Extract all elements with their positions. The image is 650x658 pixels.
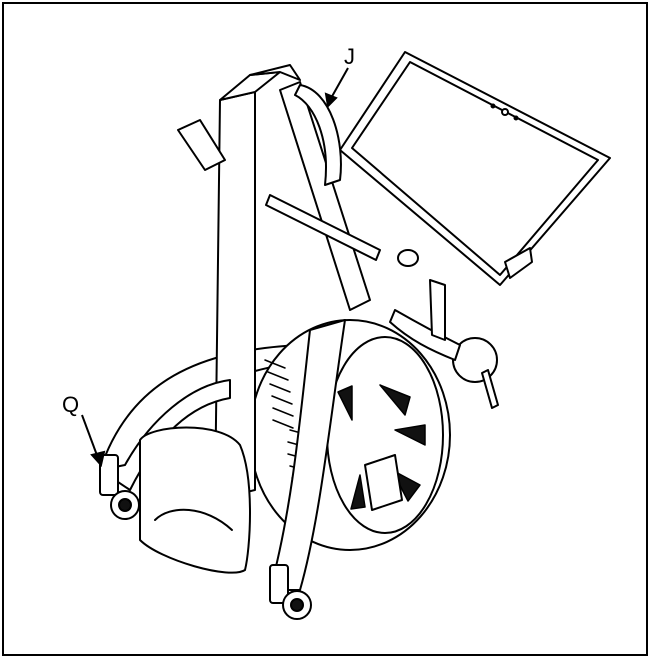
j-leader-line [329,67,349,101]
screen-support-arm [429,279,446,341]
handle-knob [397,249,419,267]
callout-j: J [344,44,355,69]
handle-bar [265,194,381,261]
fan-guard [294,84,342,186]
right-link-arm [389,309,461,361]
q-arrowhead [90,450,106,468]
tablet-camera-icon [490,103,519,121]
rear-left-wheel [99,454,140,520]
seat-contour [154,508,233,531]
foot-strap [364,454,403,511]
tablet-mount [504,247,533,279]
handle-grip [177,119,226,171]
adjust-lever [481,369,499,409]
front-wheel [269,564,312,620]
seat [139,426,251,574]
diagonal-arm [279,81,371,311]
front-rail [269,319,346,591]
tablet-screen [351,61,599,276]
q-leader-line [81,414,99,459]
j-arrowhead [324,92,338,109]
callout-q: Q [62,392,79,417]
upright-rail-cap [249,64,301,81]
